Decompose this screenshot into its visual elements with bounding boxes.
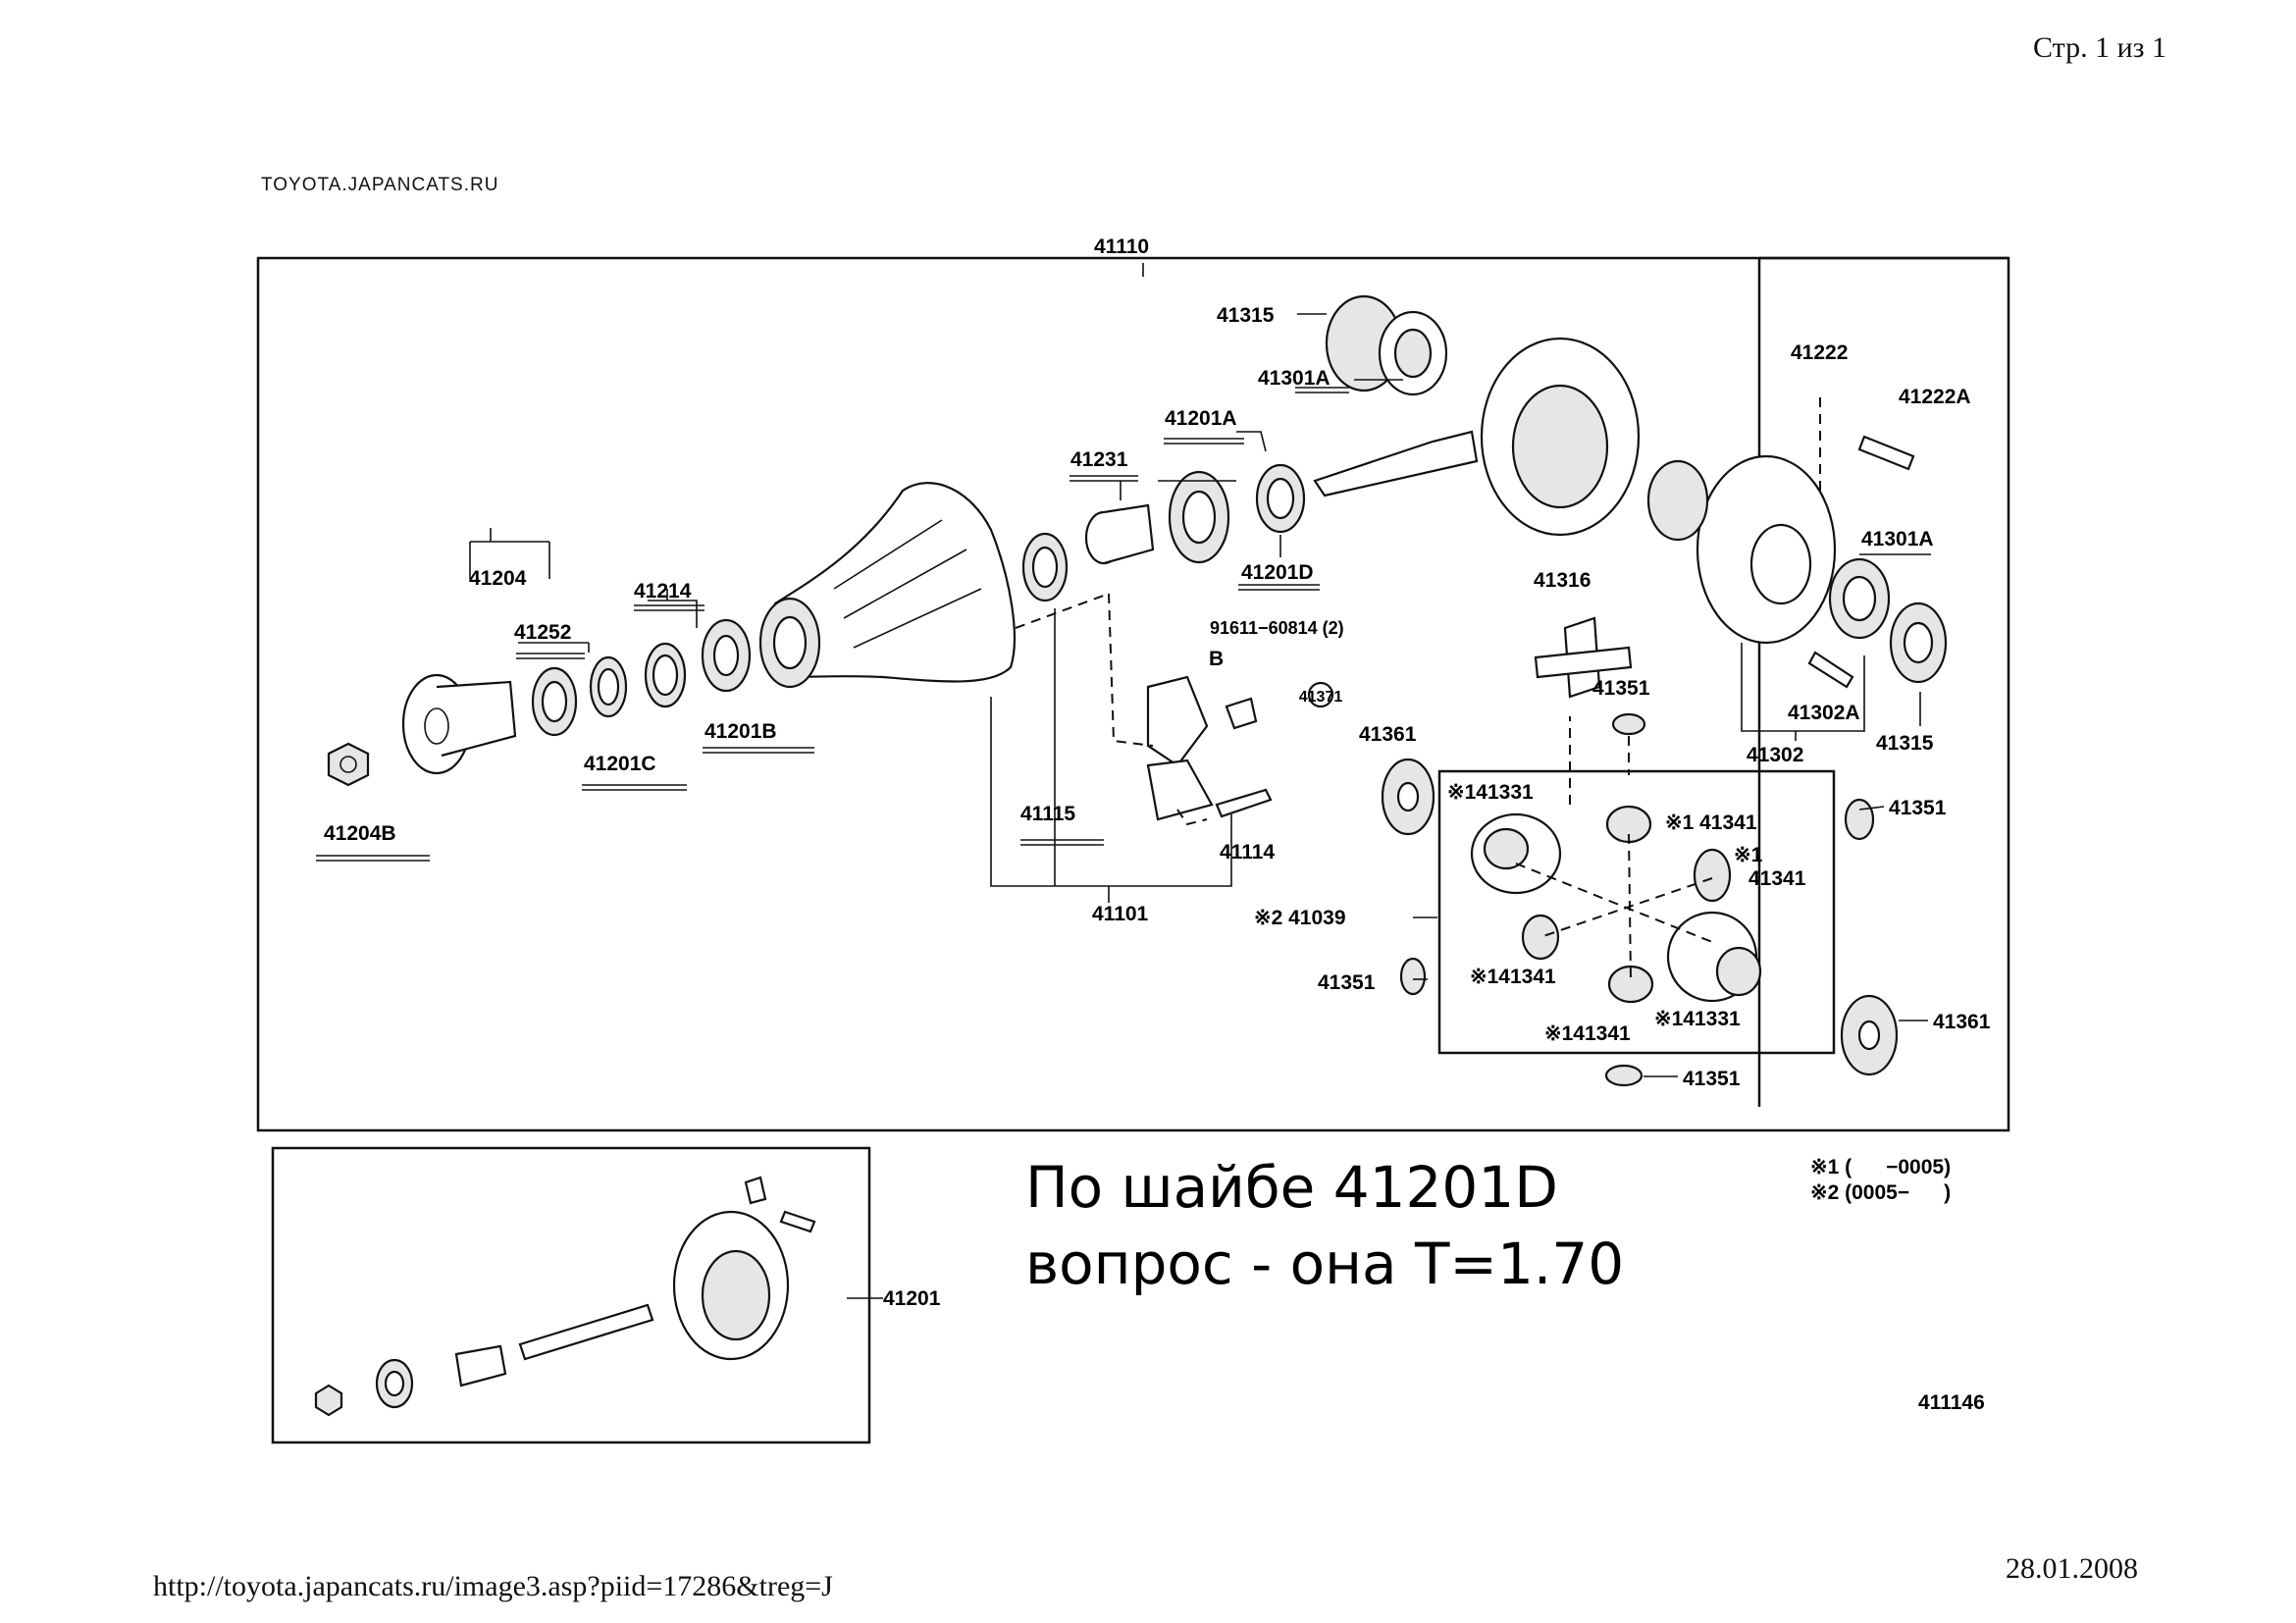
legend-line1: ※1 ( −0005) [1810,1156,1951,1178]
label-41341-c: ※141341 [1470,966,1556,988]
label-41341-b-mark: ※1 [1734,844,1763,866]
label-41201b: 41201B [704,720,777,743]
inset-assembly-part [314,1176,883,1417]
label-41204b: 41204B [324,822,396,845]
label-41204: 41204 [469,567,527,590]
diagram-code: 411146 [1918,1391,1985,1414]
handwritten-note-line1: По шайбе 41201D [1025,1154,1558,1221]
label-41114: 41114 [1220,841,1275,864]
label-41231: 41231 [1070,448,1128,471]
inset-label: 41201 [883,1287,941,1310]
b-mark-circle [1307,681,1334,708]
legend-line2: ※2 (0005− ) [1810,1181,1951,1204]
footer-url: http://toyota.japancats.ru/image3.asp?pi… [153,1570,833,1602]
label-41201a: 41201A [1165,407,1237,430]
differential-subframe [1437,769,1836,1055]
label-41341-d: ※141341 [1544,1022,1631,1045]
label-41341-a: ※1 41341 [1665,812,1757,834]
label-41351-b: 41351 [1889,797,1947,819]
label-41315-top: 41315 [1217,304,1275,327]
flange-41204-part [401,673,517,775]
label-41302a: 41302A [1788,702,1860,724]
diff-case-part [1646,454,1837,645]
side-gear-a-part [1470,812,1562,895]
label-41301a-top: 41301A [1258,367,1331,390]
inset-frame [271,1146,871,1444]
label-41351-c: 41351 [1318,971,1376,994]
label-41115: 41115 [1020,803,1075,825]
page-counter: Стр. 1 из 1 [2033,31,2166,64]
label-41222: 41222 [1791,341,1848,364]
main-frame [256,256,2010,1132]
label-41361-b: 41361 [1933,1011,1991,1033]
ring-gear-pinion-part [1313,337,1641,537]
plate-41316-part [1225,697,1258,730]
b-mark-text: 41371 [1299,689,1343,706]
label-41302: 41302 [1747,744,1803,766]
pinion-41341-d-part [1607,965,1654,1004]
side-gear-b-part [1666,911,1762,1003]
nut-41204b-part [327,742,370,787]
gear-dash-lines [1515,716,1713,982]
label-41222a: 41222A [1899,386,1971,408]
washer-41351-d-part [1604,1064,1644,1087]
pinion-41341-c-part [1521,914,1560,961]
label-41361-a: 41361 [1359,723,1417,746]
site-label: TOYOTA.JAPANCATS.RU [261,175,499,195]
washer-41351-c-part [1399,957,1427,996]
washer-41351-a-part [1611,712,1646,736]
label-41315-right: 41315 [1876,732,1934,755]
carrier-housing-part [758,482,1016,689]
label-41101: 41101 [1092,903,1149,925]
label-41351-d: 41351 [1683,1068,1741,1090]
label-41341-b: 41341 [1748,867,1806,890]
label-41371: 41316 [1534,569,1591,592]
bracket-41204 [469,528,550,579]
underlines [316,387,1931,862]
handwritten-note-line2: вопрос - она T=1.70 [1025,1230,1624,1297]
label-91611: 91611−60814 (2) [1210,618,1344,638]
bearing-cap-part [1146,675,1273,821]
washer-41351-b-part [1844,798,1875,841]
label-41351-a: 41351 [1592,677,1650,700]
spacer-41231-part [1084,503,1155,565]
spider-41371-part [1534,616,1633,699]
label-41316: B [1209,648,1224,670]
label-41201c: 41201C [584,753,656,775]
label-141331-b: ※141331 [1654,1008,1741,1030]
footer-date: 28.01.2008 [2006,1552,2138,1585]
pinion-41341-b-part [1693,848,1732,903]
label-41214: 41214 [634,580,692,602]
bolt-41302a-part [1807,651,1854,689]
label-141331-a: ※141331 [1447,781,1534,804]
bolt-41222a-part [1857,435,1915,471]
label-41252: 41252 [514,621,571,644]
label-41039: ※2 41039 [1254,907,1346,929]
label-41301a-right: 41301A [1861,528,1934,550]
assembly-label: 41110 [1094,236,1149,258]
label-41201d: 41201D [1241,561,1314,584]
